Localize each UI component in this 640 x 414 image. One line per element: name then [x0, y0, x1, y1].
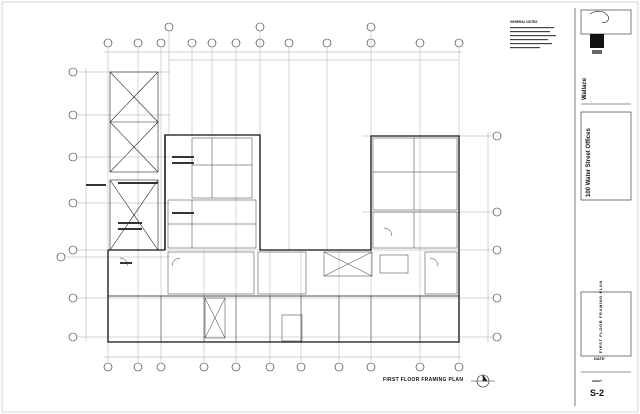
project-name: 100 Water Street Offices [586, 128, 592, 197]
building-outline [107, 134, 460, 343]
sheet-number: S-2 [590, 388, 605, 398]
title-block [574, 8, 632, 406]
grid-bubbles-left [56, 67, 78, 342]
beam-tags [86, 156, 194, 264]
general-notes-lines [510, 27, 556, 49]
date-label: DATE [594, 356, 605, 361]
grid-lines-vertical [107, 31, 460, 362]
dimension-strings [85, 51, 489, 358]
sheet-label: SHEET [592, 379, 603, 383]
sheet-title: FIRST FLOOR FRAMING PLAN [598, 280, 603, 353]
north-arrow [471, 374, 495, 388]
grid-bubbles-bottom [103, 362, 464, 372]
plan-title: FIRST FLOOR FRAMING PLAN [383, 377, 464, 383]
firm-name: Wallace [582, 77, 588, 100]
grid-bubbles-right [492, 131, 502, 342]
interior-framing [119, 137, 458, 342]
shaft-framing [109, 71, 159, 251]
grid-bubbles-top [103, 22, 464, 48]
firm-logo [589, 10, 609, 54]
general-notes-title: GENERAL NOTES [510, 20, 538, 24]
